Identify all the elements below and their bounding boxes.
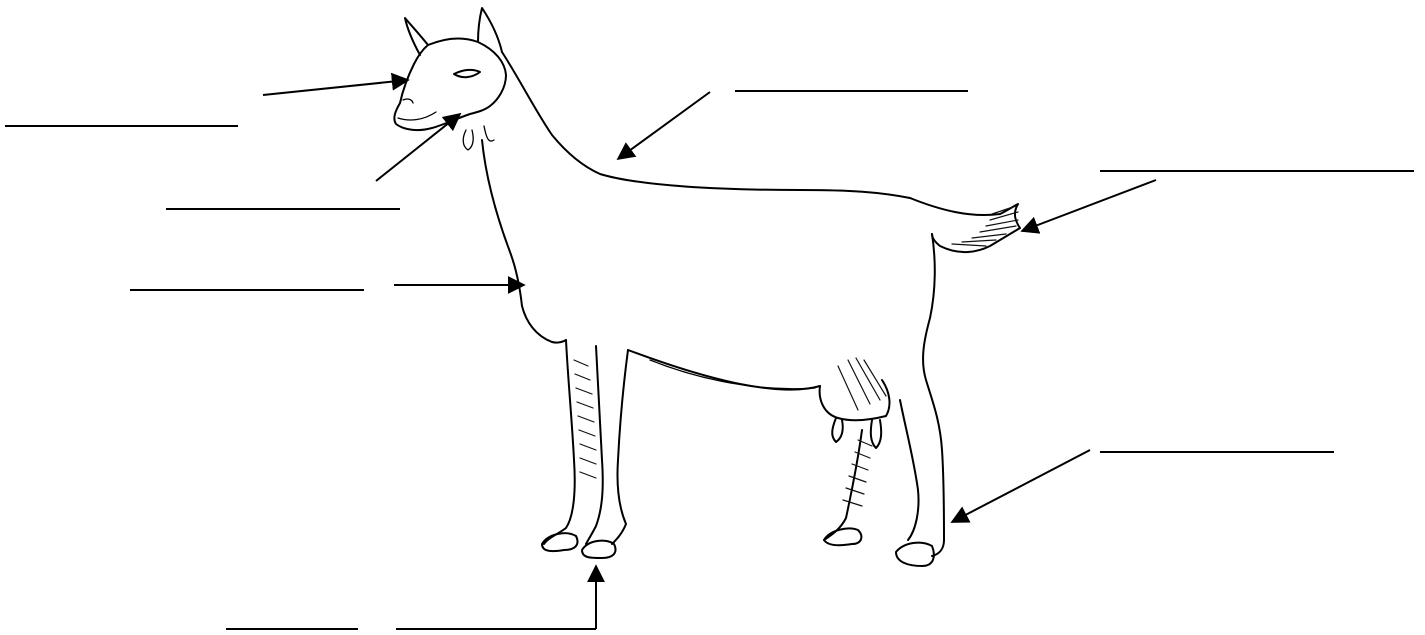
right-ear	[478, 8, 502, 52]
far-hind-leg-shading	[843, 440, 872, 506]
teat	[832, 418, 843, 442]
arrow-mouth	[376, 114, 460, 181]
eye	[454, 70, 480, 77]
neck-front	[482, 140, 552, 342]
goat-tail	[910, 198, 1020, 252]
far-front-leg-shading	[574, 360, 596, 478]
chest-line	[552, 340, 566, 343]
goat-head	[394, 38, 506, 130]
near-hind-hoof	[896, 543, 934, 566]
arrow-tail	[1022, 180, 1156, 231]
neck-back	[502, 52, 910, 198]
arrow-hind-leg	[952, 450, 1090, 522]
udder-shading	[838, 358, 886, 410]
arrow-ear	[263, 80, 408, 95]
nostril	[403, 99, 413, 103]
wattle	[463, 130, 473, 150]
udder	[820, 380, 890, 420]
belly	[628, 350, 820, 390]
near-hind-leg	[900, 400, 919, 540]
hind-quarter	[923, 234, 944, 540]
teat	[871, 420, 881, 448]
near-front-leg	[586, 346, 603, 544]
far-front-hoof	[542, 533, 578, 551]
beard	[484, 126, 494, 141]
label-blanks	[5, 80, 1414, 629]
far-hind-leg	[824, 430, 862, 540]
near-front-leg-back	[612, 350, 628, 544]
mouth-line	[398, 112, 436, 120]
belly-fold	[650, 360, 815, 389]
far-front-leg	[544, 340, 575, 544]
arrow-neck	[618, 92, 710, 159]
tail-hair	[952, 206, 1018, 246]
